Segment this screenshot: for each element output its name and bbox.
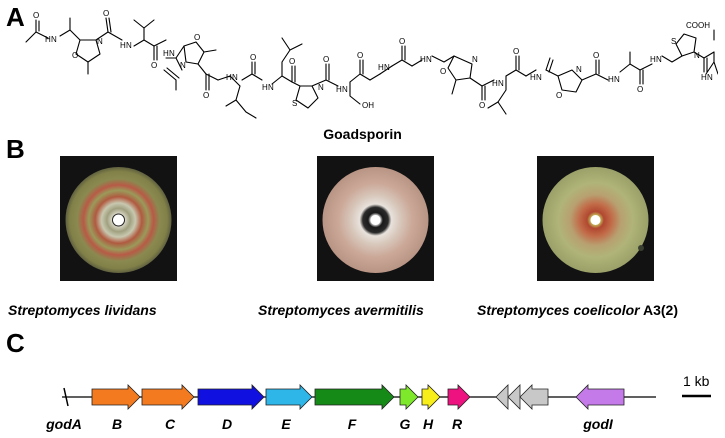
- atom-n: N: [694, 51, 700, 60]
- atom-n: N: [169, 49, 175, 58]
- gene-arrow-E: [265, 384, 313, 410]
- atom-n: N: [51, 35, 57, 44]
- atom-oh: OH: [362, 101, 374, 110]
- atom-nh: H: [420, 55, 426, 64]
- atom-o: O: [479, 101, 485, 110]
- gene-label-H: H: [423, 416, 434, 432]
- atom-nh: H: [650, 55, 656, 64]
- atom-nh: H: [608, 75, 614, 84]
- atom-o: O: [103, 9, 109, 18]
- gene-arrow-F: [314, 384, 395, 410]
- gene-arrow-godI: [575, 384, 625, 410]
- atom-o: O: [399, 37, 405, 46]
- panel-label-a: A: [6, 2, 25, 32]
- goadsporin-structure: H N O O N O H N O H N O N O H N O H N O …: [25, 9, 718, 119]
- compound-name: Goadsporin: [323, 126, 402, 142]
- atom-o: O: [151, 61, 157, 70]
- gene-label-F: F: [348, 416, 357, 432]
- gene-arrow-R: [447, 384, 471, 410]
- gene-label-C: C: [165, 416, 176, 432]
- atom-nh: H: [530, 73, 536, 82]
- gene-arrow-G: [399, 384, 419, 410]
- plate-photo-avermitilis: [317, 156, 434, 281]
- atom-nh: H: [336, 85, 342, 94]
- atom-n: N: [426, 55, 432, 64]
- atom-nh: H: [492, 79, 498, 88]
- atom-o: O: [33, 11, 39, 20]
- atom-o: O: [289, 57, 295, 66]
- gene-label-E: E: [281, 416, 291, 432]
- gene-label-D: D: [222, 416, 232, 432]
- atom-nh: H: [226, 73, 232, 82]
- gene-arrow-unlabeled: [507, 384, 521, 410]
- atom-o: O: [440, 67, 446, 76]
- atom-n: N: [656, 55, 662, 64]
- atom-n: N: [342, 85, 348, 94]
- atom-o: O: [323, 55, 329, 64]
- atom-o: O: [357, 51, 363, 60]
- gene-label-B: B: [112, 416, 122, 432]
- atom-nh: H: [378, 63, 384, 72]
- panel-label-c: C: [6, 328, 25, 358]
- atom-nh: H: [701, 73, 707, 82]
- atom-n: N: [576, 65, 582, 74]
- atom-nh: H: [262, 83, 268, 92]
- gene-arrow-B: [91, 384, 141, 410]
- atom-n: N: [180, 61, 186, 70]
- gene-arrow-H: [421, 384, 441, 410]
- plate-photo-lividans: [60, 156, 177, 281]
- atom-n: N: [268, 83, 274, 92]
- atom-o: O: [593, 51, 599, 60]
- atom-n: N: [384, 63, 390, 72]
- gene-label-godI: godI: [582, 416, 614, 432]
- plate-photo-coelicolor: [537, 156, 654, 281]
- atom-n: N: [498, 79, 504, 88]
- gene-label-godA: godA: [45, 416, 82, 432]
- atom-n: N: [707, 73, 713, 82]
- atom-s: S: [292, 99, 297, 108]
- panel-label-b: B: [6, 134, 25, 164]
- species-label-lividans: Streptomyces lividans: [8, 302, 157, 318]
- atom-o: O: [513, 47, 519, 56]
- gene-arrow-C: [141, 384, 195, 410]
- atom-o: O: [556, 91, 562, 100]
- species-label-avermitilis: Streptomyces avermitilis: [258, 302, 424, 318]
- atom-o: O: [203, 91, 209, 100]
- gene-arrow-D: [197, 384, 265, 410]
- atom-s: S: [671, 37, 676, 46]
- atom-n: N: [232, 73, 238, 82]
- atom-o: O: [72, 51, 78, 60]
- gene-arrow-unlabeled: [495, 384, 509, 410]
- atom-nh: H: [45, 35, 51, 44]
- atom-n: N: [126, 41, 132, 50]
- gene-label-R: R: [452, 416, 463, 432]
- scale-bar-label: 1 kb: [683, 373, 710, 389]
- atom-o: O: [250, 53, 256, 62]
- atom-n: N: [97, 37, 103, 46]
- atom-cooh: COOH: [686, 21, 710, 30]
- atom-n: N: [536, 73, 542, 82]
- atom-n: N: [472, 55, 478, 64]
- species-label-coelicolor: Streptomyces coelicolor A3(2): [477, 302, 679, 318]
- atom-n: N: [614, 75, 620, 84]
- gene-label-G: G: [400, 416, 411, 432]
- gene-arrow-unlabeled: [519, 384, 549, 410]
- atom-n: N: [318, 83, 324, 92]
- atom-nh: H: [120, 41, 126, 50]
- atom-o: O: [194, 33, 200, 42]
- atom-nh: H: [163, 49, 169, 58]
- atom-o: O: [637, 85, 643, 94]
- gene-marker-godA: [63, 387, 69, 407]
